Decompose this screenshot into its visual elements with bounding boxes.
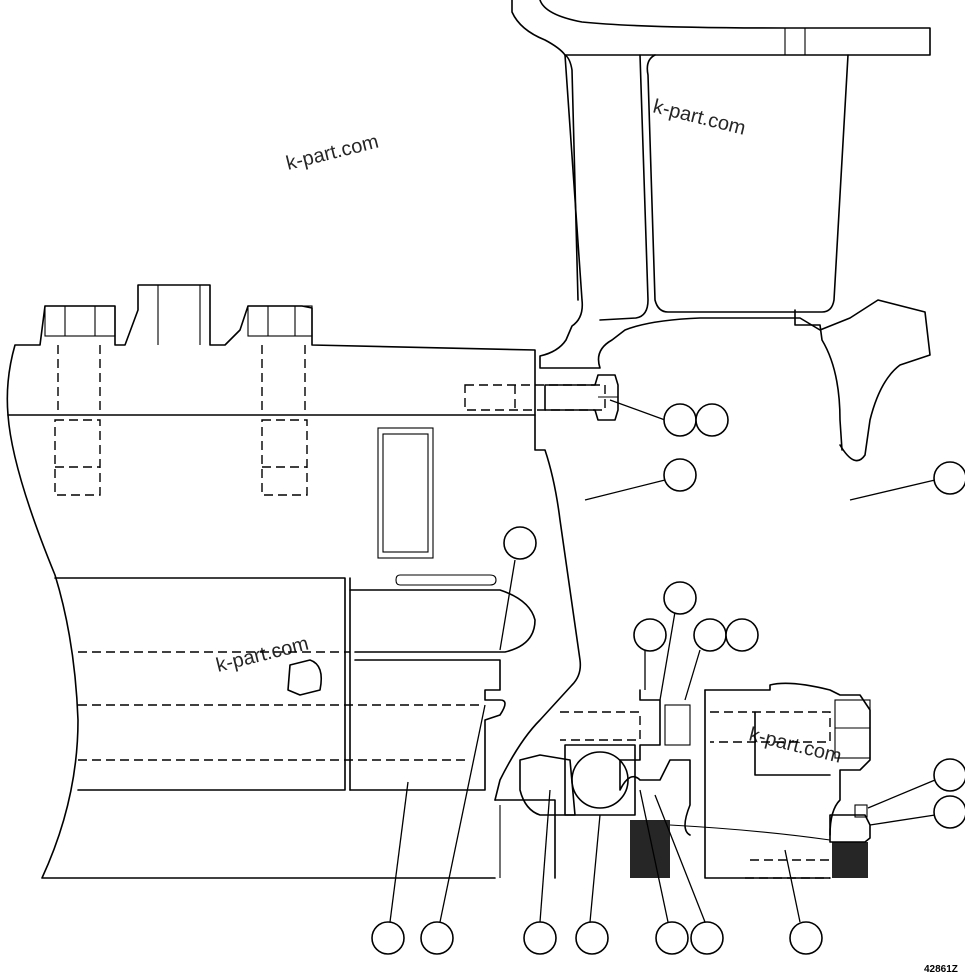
mounting-bolt <box>544 374 619 421</box>
callout-6 <box>663 581 697 615</box>
callout-15 <box>575 921 609 955</box>
lower-bearing-assembly <box>494 682 871 879</box>
upper-housing-arm <box>511 0 931 462</box>
callout-8 <box>693 618 727 652</box>
watermark-3: k-part.com <box>214 633 311 677</box>
callout-17 <box>690 921 724 955</box>
callout-18 <box>789 921 823 955</box>
callout-circles <box>371 403 965 955</box>
figure-reference: 42861Z <box>924 964 958 975</box>
callout-12 <box>371 921 405 955</box>
leader-lines <box>389 399 936 923</box>
spline-teeth <box>630 820 868 878</box>
callout-4 <box>933 461 965 495</box>
hidden-lines <box>54 345 831 879</box>
callout-2 <box>695 403 729 437</box>
main-casing <box>6 284 582 879</box>
callout-7 <box>633 618 667 652</box>
callout-9 <box>725 618 759 652</box>
callout-14 <box>523 921 557 955</box>
callout-3 <box>663 458 697 492</box>
watermark-1: k-part.com <box>284 131 381 175</box>
watermark-2: k-part.com <box>651 96 748 140</box>
callout-13 <box>420 921 454 955</box>
watermark-4: k-part.com <box>747 724 844 768</box>
callout-1 <box>663 403 697 437</box>
callout-16 <box>655 921 689 955</box>
callout-11 <box>933 795 965 829</box>
callout-5 <box>503 526 537 560</box>
callout-10 <box>933 758 965 792</box>
